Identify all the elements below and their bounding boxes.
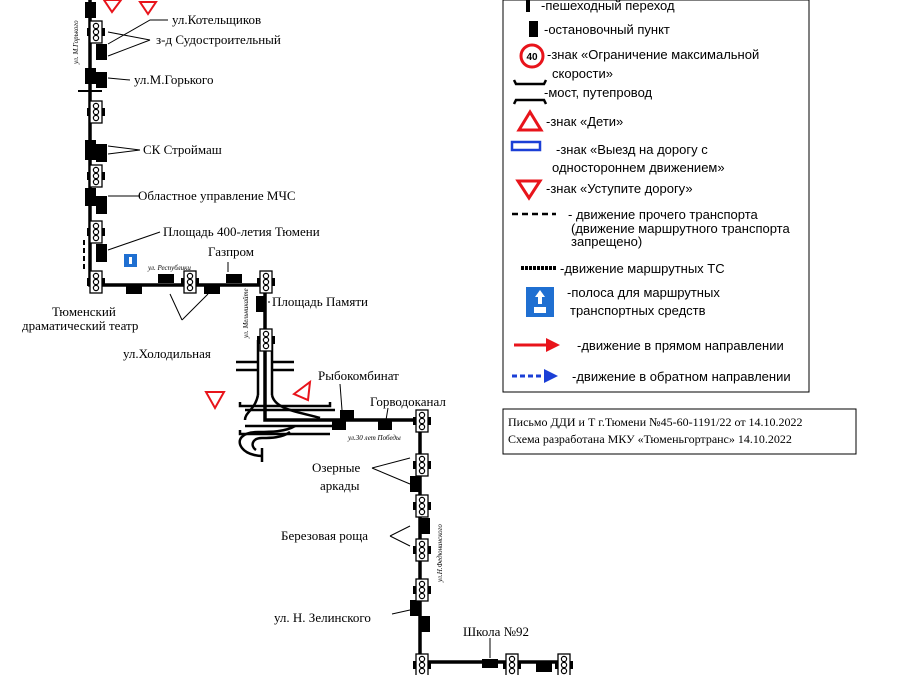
bus-lane-sign	[124, 254, 137, 267]
legend-lane-text-2: транспортных средств	[570, 303, 706, 318]
stop-marker	[96, 144, 107, 162]
stop-label-sudostroitelny: з-д Судостроительный	[156, 32, 281, 47]
legend-reverse-text: -движение в обратном направлении	[572, 369, 791, 384]
stop-marker	[378, 421, 392, 430]
legend-other-text-2: (движение маршрутного транспорта	[571, 221, 790, 236]
legend-lane-text-1: -полоса для маршрутных	[567, 285, 720, 300]
legend-other-text-3: запрещено)	[571, 234, 642, 249]
leader-lines	[107, 19, 491, 658]
legend-stop-text: -остановочный пункт	[544, 22, 670, 37]
stop-marker	[96, 244, 107, 262]
stop-label-mchs: Областное управление МЧС	[138, 188, 296, 203]
bridge-icon	[512, 79, 548, 105]
legend-speed-text-2: скорости»	[552, 66, 613, 81]
stop-marker	[410, 600, 419, 616]
stop-marker	[421, 518, 430, 534]
street-label-melnikaite: ул. Мельникайте	[242, 288, 250, 339]
stop-label-teatr-2: драматический театр	[22, 318, 138, 333]
children-sign	[102, 0, 123, 14]
stop-label-stroymash: СК Строймаш	[143, 142, 222, 157]
speed-limit-icon	[519, 43, 545, 69]
stop-label-ozernye-1: Озерные	[312, 460, 360, 475]
note-line-2: Схема разработана МКУ «Тюменьгортранс» 1…	[508, 432, 792, 446]
stop-marker	[536, 663, 552, 672]
legend-oneway-text-2: одностороннем движением»	[552, 160, 725, 175]
street-label-30let: ул.30 лет Победы	[347, 434, 401, 442]
stop-marker	[85, 2, 96, 18]
street-label-respubliki: ул. Республики	[147, 264, 191, 272]
stop-label-kholodilnaya: ул.Холодильная	[123, 346, 211, 361]
yield-icon	[515, 179, 543, 201]
legend-box	[502, 0, 810, 393]
legend-children-text: -знак «Дети»	[546, 114, 623, 129]
oneway-icon	[510, 140, 542, 152]
stop-marker	[96, 44, 107, 60]
stop-label-ozernye-2: аркады	[320, 478, 360, 493]
legend-yield-text: -знак «Уступите дорогу»	[546, 181, 693, 196]
stop-label-rybokombinat: Рыбокомбинат	[318, 368, 399, 383]
forward-arrow-icon	[546, 338, 560, 352]
stop-marker	[332, 421, 346, 430]
legend-speed-text-1: -знак «Ограничение максимальной	[547, 47, 759, 62]
street-label-gorkogo: ул. М.Горького	[72, 20, 80, 65]
legend-route-ts-text: -движение маршрутных ТС	[560, 261, 725, 276]
stop-label-pamyati: Площадь Памяти	[272, 294, 368, 309]
stop-marker	[410, 476, 419, 492]
speed-limit-value: 40	[526, 52, 538, 63]
reverse-arrow-icon	[544, 369, 558, 383]
legend-crossing-text: -пешеходный переход	[541, 0, 675, 13]
children-icon	[516, 109, 544, 132]
stop-label-gorkogo: ул.М.Горького	[134, 72, 213, 87]
stop-label-kotelshchikov: ул.Котельщиков	[172, 12, 261, 27]
stop-marker	[85, 140, 96, 160]
stop-marker	[158, 274, 174, 283]
stop-marker	[204, 285, 220, 294]
stop-label-teatr-1: Тюменский	[52, 304, 116, 319]
note-line-1: Письмо ДДИ и Т г.Тюмени №45-60-1191/22 о…	[508, 415, 803, 429]
legend-forward-text: -движение в прямом направлении	[577, 338, 784, 353]
stop-marker	[482, 659, 498, 668]
legend: -пешеходный переход -остановочный пункт …	[502, 0, 810, 393]
stop-marker	[226, 274, 242, 283]
stop-marker	[126, 285, 142, 294]
street-label-fedyuninskogo: ул.Н.Федюнинского	[436, 524, 444, 583]
route-line	[88, 0, 565, 664]
stop-marker	[96, 72, 107, 88]
stop-marker	[85, 68, 96, 84]
stop-label-shkola92: Школа №92	[463, 624, 529, 639]
stop-marker	[96, 196, 107, 214]
stop-marker	[85, 188, 96, 206]
stop-markers	[85, 2, 552, 672]
legend-oneway-text-1: -знак «Выезд на дорогу с	[556, 142, 708, 157]
yield-sign	[138, 1, 312, 411]
legend-bridge-text: -мост, путепровод	[544, 85, 653, 100]
stop-label-gorvodokanal: Горводоканал	[370, 394, 446, 409]
stop-marker	[340, 410, 354, 419]
legend-other-text-1: - движение прочего транспорта	[568, 207, 759, 222]
stop-marker	[421, 616, 430, 632]
stop-label-gazprom: Газпром	[208, 244, 254, 259]
interchange	[236, 340, 335, 462]
stop-label-berezovaya: Березовая роща	[281, 528, 368, 543]
stop-label-ploshchad400: Площадь 400-летия Тюмени	[163, 224, 320, 239]
stop-label-zelinskogo: ул. Н. Зелинского	[274, 610, 371, 625]
note-box: Письмо ДДИ и Т г.Тюмени №45-60-1191/22 о…	[502, 408, 857, 455]
stop-marker	[256, 296, 265, 312]
